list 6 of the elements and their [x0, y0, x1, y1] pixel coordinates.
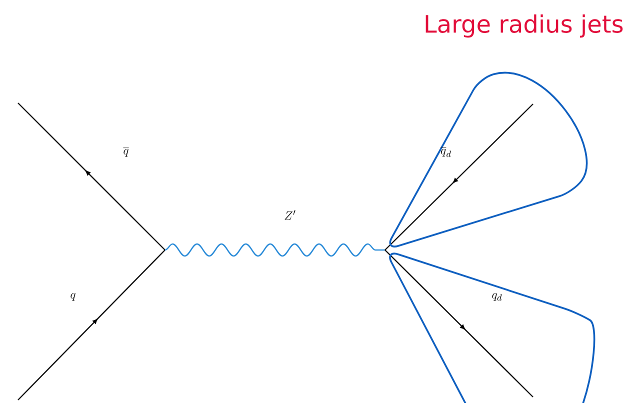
particle-label: $\overline{q}_d$	[440, 148, 451, 158]
title: Large radius jets	[426, 14, 623, 38]
particle-label: $\overline{q}$	[123, 148, 129, 157]
particle-label: $q_d$	[492, 293, 502, 301]
particle-label: $Z'$	[284, 210, 296, 220]
particle-label: $q$	[70, 293, 76, 301]
